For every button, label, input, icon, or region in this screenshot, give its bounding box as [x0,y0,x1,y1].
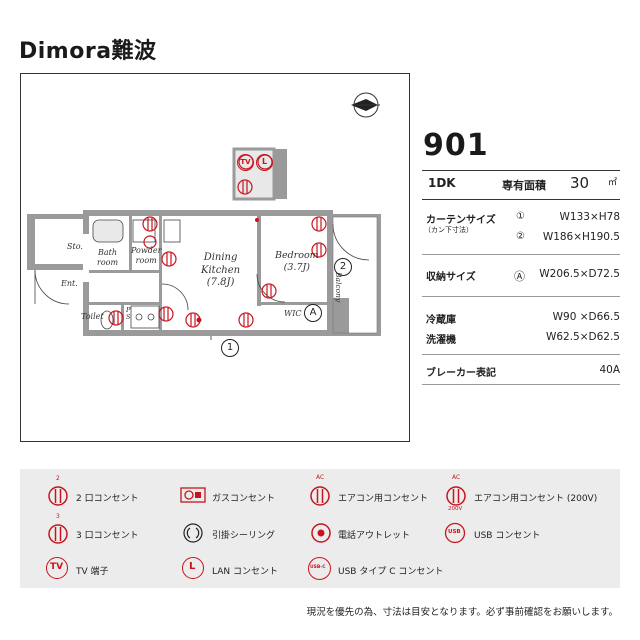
divider [422,199,620,200]
curtain-label: カーテンサイズ [426,215,496,226]
curtain-note: （カン下寸法） [424,226,473,234]
divider [422,170,620,171]
legend-label: USB コンセント [474,531,541,541]
ac-outlet-icon [310,486,330,506]
storage-marker-a: A [304,304,322,322]
lan-outlet-icon [182,557,204,579]
lan-outlet-icon: L [256,154,273,171]
room-label-toilet: Toilet [81,312,104,321]
legend-icon-text: USB [448,529,461,535]
curtain-marker-1: 1 [221,339,239,357]
legend-label: LAN コンセント [212,567,278,577]
layout-type: 1DK [428,176,456,190]
phone-outlet-icon [311,523,331,543]
breaker-label: ブレーカー表記 [426,368,496,379]
room-label-bedroom: Bedroom(3.7J) [275,250,319,273]
legend-icon-text: AC [316,474,325,481]
legend-icon-text: L [189,561,196,572]
fridge-size: W90 ×D66.5 [552,311,620,323]
room-label-sto: Sto. [67,242,83,251]
outlet-markers [108,154,327,328]
curtain-marker: ② [516,231,525,242]
ceiling-hook-icon [183,523,203,543]
legend-label: エアコン用コンセント [338,494,429,504]
gas-outlet-icon [180,487,206,503]
legend-label: 引掛シーリング [212,531,276,541]
room-label-balcony: Balcony [334,272,343,303]
washer-size: W62.5×D62.5 [545,331,620,343]
ac-200v-outlet-icon [446,486,466,506]
divider [422,254,620,255]
divider [422,384,620,385]
legend-label: TV 端子 [76,567,109,577]
tv-terminal-icon [46,557,68,579]
storage-label: 収納サイズ [426,272,476,283]
legend-icon-text: 200V [448,506,463,512]
disclaimer-note: 現況を優先の為、寸法は目安となります。必ず事前確認をお願いします。 [306,607,618,618]
compass-icon [351,92,380,118]
storage-size: W206.5×D72.5 [539,268,620,280]
usb-c-outlet-icon [308,557,331,580]
fridge-label: 冷蔵庫 [426,315,456,326]
area-label: 専有面積 [502,179,546,192]
curtain-size-1: W133×H78 [559,211,620,223]
legend-label: 2 口コンセント [76,494,139,504]
legend-label: USB タイプ C コンセント [338,567,444,577]
legend: 2 2 口コンセント ガスコンセント AC エアコン用コンセント AC 200V… [20,469,620,588]
divider [422,296,620,297]
legend-icon-text: 3 [56,513,60,520]
curtain-size-2: W186×H190.5 [542,231,620,243]
property-title: Dimora難波 [19,39,157,64]
tv-terminal-icon: TV [237,154,254,171]
area-value: 30 [570,174,590,192]
room-label-wic: WIC [284,309,302,318]
legend-icon-text: TV [50,562,64,572]
legend-label: 電話アウトレット [338,531,411,541]
curtain-marker-2: 2 [334,258,352,276]
washer-label: 洗濯機 [426,335,456,346]
outlet-3-icon [48,524,68,544]
divider [422,354,620,355]
legend-label: 3 口コンセント [76,531,139,541]
storage-marker: Ⓐ [514,270,525,283]
legend-label: エアコン用コンセント (200V) [474,494,598,504]
curtain-marker: ① [516,211,525,222]
legend-label: ガスコンセント [212,494,276,504]
legend-icon-text: 2 [56,475,60,482]
area-unit: ㎡ [608,178,618,188]
outlet-2-icon [48,486,68,506]
usb-outlet-icon [444,522,466,544]
legend-icon-text: USB-C [310,565,326,570]
breaker-value: 40A [599,364,620,376]
unit-number: 901 [423,128,489,163]
legend-icon-text: AC [452,474,461,481]
room-label-ent: Ent. [61,279,78,288]
